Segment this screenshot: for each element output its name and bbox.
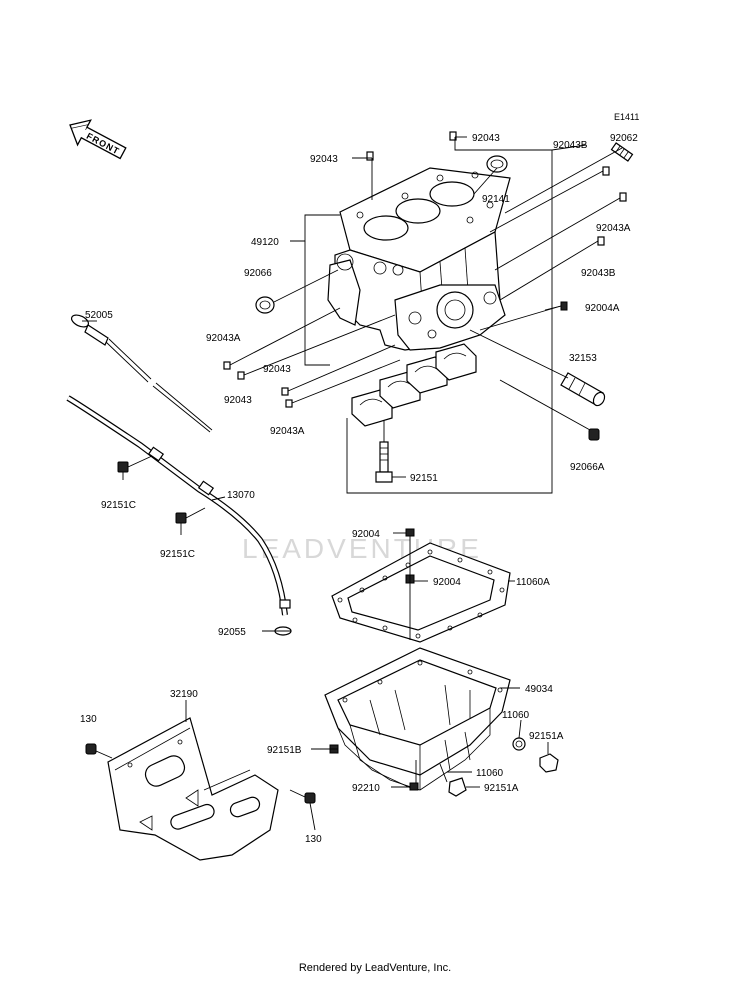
plug-92066A <box>588 428 600 441</box>
label-92066A: 92066A <box>570 462 605 473</box>
washer-11060-b <box>439 763 448 783</box>
bearing-caps <box>351 343 477 427</box>
dipstick-tube-13070 <box>66 395 291 616</box>
label-92151C-a: 92151C <box>101 500 136 511</box>
label-92151A-b: 92151A <box>484 783 519 794</box>
label-92141: 92141 <box>482 194 510 205</box>
label-92151B: 92151B <box>267 745 302 756</box>
label-92043B-b: 92043B <box>581 268 616 279</box>
label-49120: 49120 <box>251 237 279 248</box>
leader-lines <box>82 136 623 831</box>
plug-92062 <box>610 142 634 162</box>
label-92004A: 92004A <box>585 303 620 314</box>
gasket-11060A <box>331 542 511 643</box>
footer-credit: Rendered by LeadVenture, Inc. <box>298 962 452 974</box>
plug-92151A-a <box>539 753 559 773</box>
front-arrow-icon: FRONT <box>69 119 127 160</box>
plug-92210 <box>409 782 419 791</box>
label-92043-top: 92043 <box>472 133 500 144</box>
label-92043A-c: 92043A <box>270 426 305 437</box>
bolt-130-b <box>304 792 316 804</box>
label-92151A-a: 92151A <box>529 731 564 742</box>
label-130-a: 130 <box>80 714 97 725</box>
label-92055: 92055 <box>218 627 246 638</box>
oil-pan-49034 <box>324 647 511 791</box>
bolt-92151 <box>375 441 393 483</box>
label-32190: 32190 <box>170 689 198 700</box>
diagram-code: E1411 <box>614 112 639 122</box>
cylinder-block <box>327 167 511 351</box>
label-92062: 92062 <box>610 133 638 144</box>
label-49034: 49034 <box>525 684 553 695</box>
label-92004-a: 92004 <box>352 529 380 540</box>
seal-92066 <box>255 296 275 314</box>
label-130-b: 130 <box>305 834 322 845</box>
washer-11060 <box>512 737 526 751</box>
bolt-92151C-b <box>175 507 206 524</box>
label-52005: 52005 <box>85 310 113 321</box>
label-11060A: 11060A <box>516 577 550 588</box>
label-92004-b: 92004 <box>433 577 461 588</box>
label-11060-a: 11060 <box>502 710 530 721</box>
part-labels: 92043 92043 92043B 92062 92141 92043A 49… <box>80 133 638 845</box>
dipstick-52005 <box>70 314 213 433</box>
bolt-130-a <box>85 743 97 755</box>
label-92043-c: 92043 <box>263 364 291 375</box>
label-92043-d: 92043 <box>224 395 252 406</box>
label-11060-b: 11060 <box>476 768 504 779</box>
skid-plate-32190 <box>107 717 279 861</box>
label-92043B-a: 92043B <box>553 140 588 151</box>
shaft-32153 <box>560 372 606 407</box>
bolt-92151C-a <box>117 455 153 473</box>
seal-92141 <box>486 155 508 173</box>
plug-92151A-b <box>448 777 467 797</box>
plug-92004-top <box>405 528 415 537</box>
label-32153: 32153 <box>569 353 597 364</box>
label-92043A-a: 92043A <box>596 223 631 234</box>
label-92151: 92151 <box>410 473 438 484</box>
label-92066: 92066 <box>244 268 272 279</box>
dowel-pins <box>223 131 627 408</box>
label-92043-b: 92043 <box>310 154 338 165</box>
label-13070: 13070 <box>227 490 255 501</box>
label-92043A-b: 92043A <box>206 333 241 344</box>
label-92151C-b: 92151C <box>160 549 195 560</box>
label-92210: 92210 <box>352 783 380 794</box>
